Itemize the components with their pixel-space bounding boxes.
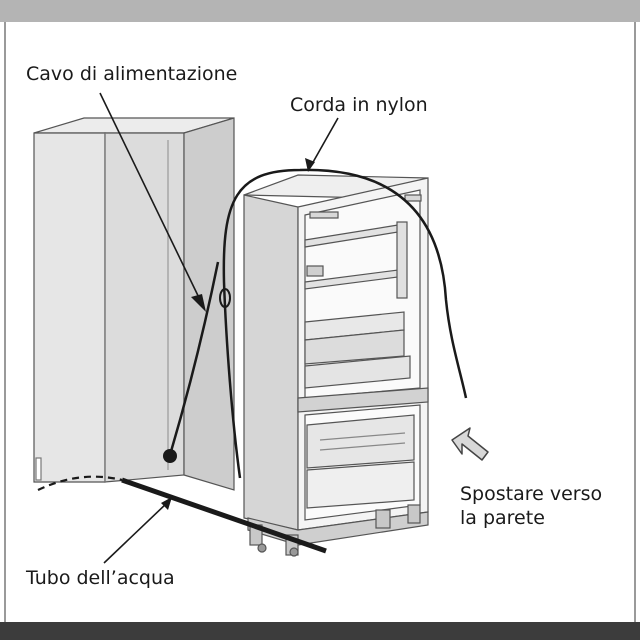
frame-right-line [634,22,636,622]
push-arrow-icon [451,427,489,461]
nylon-cord-loop [219,288,231,308]
frame-left-line [4,22,6,622]
leader-power-cable-arrowhead [191,294,206,312]
push-instruction-line-1: Spostare verso [460,483,603,505]
water-tube [121,477,327,554]
leader-nylon-cord-arrowhead [305,158,315,172]
push-instruction-line-2: la parete [460,507,545,529]
nylon-cord [222,168,468,399]
leader-power-cable [99,92,204,307]
refrigerator [243,174,429,557]
top-bar [0,0,640,22]
leader-nylon-cord [311,117,339,165]
power-cable-label: Cavo di alimentazione [26,63,238,85]
nylon-cord-label: Corda in nylon [290,94,428,116]
bottom-bar [0,622,640,640]
power-cable-plug [163,449,177,463]
cabinet-niche [33,117,235,491]
push-instruction-label: Spostare verso la parete [460,482,602,530]
leader-water-tube-arrowhead [161,497,172,510]
nylon-cord-lower [222,281,242,479]
power-cable [168,261,220,456]
leader-water-tube [103,501,169,564]
water-tube-hidden [37,475,123,491]
water-tube-label: Tubo dell’acqua [26,567,175,589]
